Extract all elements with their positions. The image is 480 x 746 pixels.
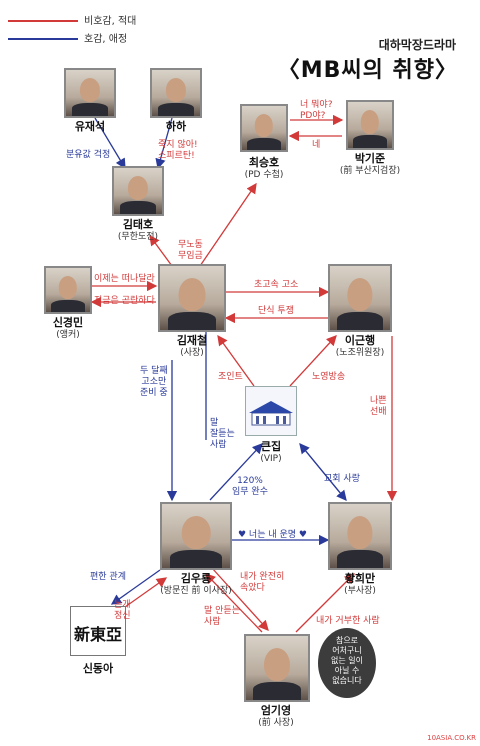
label-nappeun: 나쁜 선배	[370, 396, 387, 417]
label-haha-kim: 죽지 않아! 스피르탄!	[158, 140, 198, 161]
label-mal: 말 잘듣는 사람	[210, 418, 235, 450]
legend-hostile: 비호감, 적대	[8, 12, 136, 27]
logo-text: 新東亞	[73, 625, 122, 644]
bluehouse-icon	[249, 401, 293, 426]
sub-kimwooryong: (방문진 前 이사장)	[160, 586, 232, 596]
name-park: 박기준	[354, 152, 386, 165]
sub-bighouse: (VIP)	[260, 454, 282, 464]
photo-yoo	[64, 68, 116, 118]
legend-favor-label: 호감, 애정	[84, 34, 128, 45]
name-kimtaeho: 김태호	[122, 218, 154, 231]
speech-bubble: 참으로 어처구니 없는 일이 아닐 수 없습니다	[318, 628, 376, 698]
legend-favor: 호감, 애정	[8, 30, 127, 45]
sub-park: (前 부산지검장)	[339, 166, 401, 176]
label-neoneun: ♥ 너는 내 운명 ♥	[238, 530, 307, 540]
legend-hostile-label: 비호감, 적대	[84, 16, 137, 27]
photo-lee	[328, 264, 392, 332]
label-choi-park-bottom: 네	[312, 140, 321, 150]
label-mal-an: 말 안듣는 사람	[204, 606, 240, 627]
name-bighouse: 큰집	[260, 440, 282, 453]
photo-bighouse	[245, 386, 297, 436]
title-main: 〈MB씨의 취향〉	[277, 58, 458, 83]
speech-bubble-text: 참으로 어처구니 없는 일이 아닐 수 없습니다	[331, 636, 363, 685]
sub-hwang: (부사장)	[344, 586, 376, 596]
name-shin: 신경민	[52, 316, 84, 329]
photo-shin	[44, 266, 92, 314]
photo-kimtaeho	[112, 166, 164, 216]
label-wansu: 120% 임무 완수	[232, 476, 268, 497]
title-small: 대하막장드라마	[378, 38, 456, 52]
sub-kimjaechul: (사장)	[180, 348, 204, 358]
label-nojo: 노영방송	[312, 372, 346, 382]
label-shin-top: 이제는 떠나달라	[94, 274, 155, 284]
sub-shin: (앵커)	[56, 330, 80, 340]
name-haha: 하하	[165, 120, 187, 133]
name-choi: 최승호	[248, 156, 280, 169]
label-nongae: 논개 정신	[114, 600, 131, 621]
photo-kimjaechul	[158, 264, 226, 332]
label-shin-bottom: 지금은 곤란하다	[94, 296, 155, 306]
photo-choi	[240, 104, 288, 152]
label-wanjeon: 내가 완전히 속았다	[240, 572, 285, 593]
sub-lee: (노조위원장)	[335, 348, 385, 358]
sub-kimtaeho: (무한도전)	[117, 232, 159, 242]
photo-haha	[150, 68, 202, 118]
label-choi-park-top: 너 뭐야? PD야?	[300, 100, 333, 121]
name-kimwooryong: 김우룡	[180, 572, 212, 585]
watermark: 10ASIA.CO.KR	[427, 734, 476, 742]
label-pyeonhan: 편한 관계	[90, 572, 126, 582]
photo-hwang	[328, 502, 392, 570]
label-kim-lee-top: 초고속 고소	[254, 280, 299, 290]
name-um: 엄기영	[260, 704, 292, 717]
name-hwang: 황희만	[344, 572, 376, 585]
sub-um: (前 사장)	[258, 718, 294, 728]
photo-kimwooryong	[160, 502, 232, 570]
label-geobu: 내가 거부한 사람	[316, 616, 380, 626]
name-kimjaechul: 김재철	[176, 334, 208, 347]
label-kim-kimtaeho: 무노동 무임금	[178, 240, 203, 261]
sub-choi: (PD 수첩)	[244, 170, 284, 180]
name-yoo: 유재석	[74, 120, 106, 133]
label-kim-down: 두 달째 고소만 준비 중	[140, 366, 168, 398]
label-yoo-kim: 분유값 걱정	[66, 150, 111, 160]
label-gyohoe: 교회 사랑	[324, 474, 360, 484]
name-lee: 이근행	[344, 334, 376, 347]
photo-park	[346, 100, 394, 150]
photo-um	[244, 634, 310, 702]
label-joint: 조인트	[218, 372, 243, 382]
label-kim-lee-bottom: 단식 투쟁	[258, 306, 294, 316]
logo-shindonga: 新東亞	[70, 606, 126, 656]
name-shindonga: 신동아	[82, 662, 114, 675]
